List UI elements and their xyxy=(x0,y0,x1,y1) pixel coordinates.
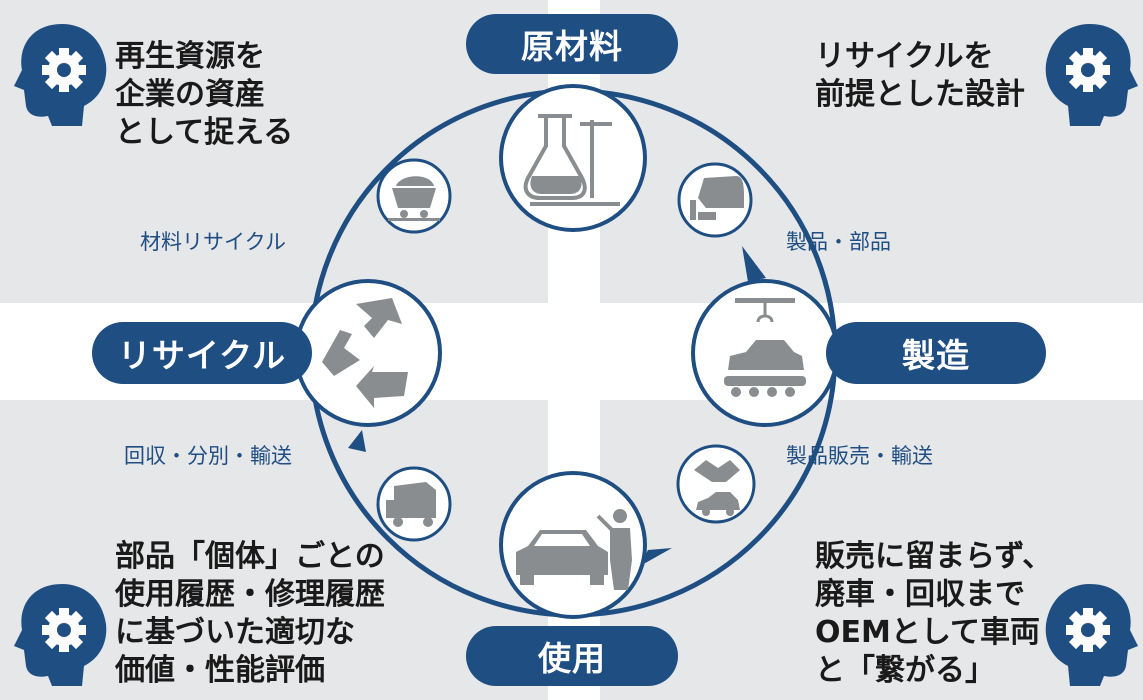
recycle-icon xyxy=(322,298,408,408)
stage-label-use: 使用 xyxy=(466,626,678,686)
stage-use xyxy=(499,471,647,619)
node-sales xyxy=(676,444,756,524)
mine-cart-icon xyxy=(388,176,440,221)
note-line: 部品「個体」ごとの xyxy=(115,539,385,574)
stage-manufacturing xyxy=(691,279,839,427)
car-parts-icon xyxy=(690,176,744,220)
car-factory-icon xyxy=(724,298,806,397)
arrow-head xyxy=(640,548,672,566)
note-line: として捉える xyxy=(115,115,294,150)
transition-label-products-parts: 製品・部品 xyxy=(786,230,891,254)
note-bottom-left: 部品「個体」ごとの 使用履歴・修理履歴 に基づいた適切な 価値・性能評価 xyxy=(115,538,385,690)
arrow-head xyxy=(742,246,766,282)
head-gear-icon xyxy=(1045,24,1138,126)
note-line: 価値・性能評価 xyxy=(115,653,325,688)
note-line: OEMとして車両 xyxy=(815,615,1040,650)
note-line: に基づいた適切な xyxy=(115,615,355,650)
node-collection xyxy=(376,466,452,542)
head-gear-icon xyxy=(14,24,107,126)
note-line: 販売に留まらず、 xyxy=(815,539,1053,574)
arrow-head xyxy=(348,430,366,452)
note-line: 再生資源を xyxy=(115,39,265,74)
flask-liquid-icon xyxy=(530,176,582,194)
node-products-parts xyxy=(677,162,753,238)
note-top-right: リサイクルを 前提とした設計 xyxy=(815,38,1025,114)
handshake-car-icon xyxy=(694,460,740,516)
transition-label-sales: 製品販売・輸送 xyxy=(786,444,933,468)
stage-label-recycle: リサイクル xyxy=(92,322,312,384)
note-top-left: 再生資源を 企業の資産 として捉える xyxy=(115,38,293,152)
stage-recycle xyxy=(294,279,442,427)
stage-label-raw-materials: 原材料 xyxy=(466,14,678,74)
note-line: と「繋がる」 xyxy=(815,653,995,688)
note-line: 廃車・回収まで xyxy=(815,577,1025,612)
car-user-icon xyxy=(516,509,632,590)
note-bottom-right: 販売に留まらず、 廃車・回収まで OEMとして車両 と「繋がる」 xyxy=(815,538,1052,690)
stage-raw-materials xyxy=(499,84,647,232)
stage-label-manufacturing: 製造 xyxy=(826,322,1046,384)
flask-icon xyxy=(523,114,620,206)
note-line: 企業の資産 xyxy=(115,77,265,112)
head-gear-icon xyxy=(14,584,107,686)
note-line: 前提とした設計 xyxy=(815,77,1025,112)
transition-label-collection: 回収・分別・輸送 xyxy=(124,444,292,468)
head-gear-icon xyxy=(1045,584,1138,686)
garbage-truck-icon xyxy=(386,482,436,527)
note-line: リサイクルを xyxy=(815,39,994,74)
transition-label-material-recycle: 材料リサイクル xyxy=(140,230,286,254)
note-line: 使用履歴・修理履歴 xyxy=(115,577,385,612)
node-material-recycle xyxy=(376,158,452,234)
